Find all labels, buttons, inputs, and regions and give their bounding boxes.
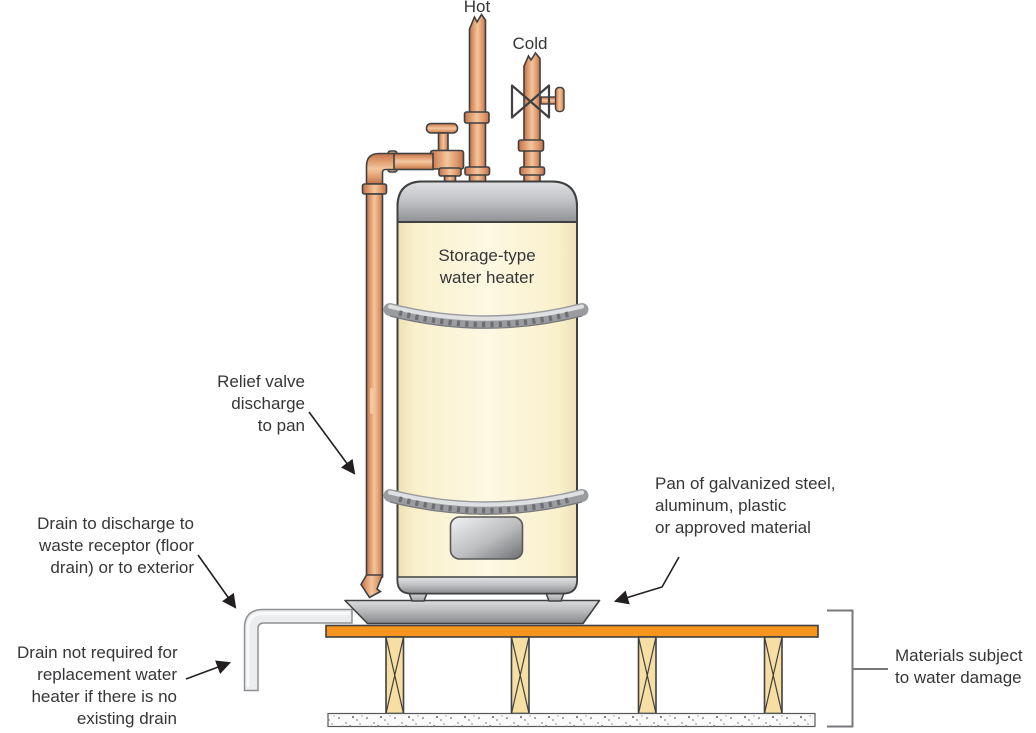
label-line: heater if there is no xyxy=(31,687,177,706)
label-storage-type-water-heater: Storage-type water heater xyxy=(407,245,567,289)
valve-handle-cap xyxy=(554,86,565,113)
relief-valve-flange xyxy=(438,167,462,177)
joist xyxy=(637,636,657,715)
floor-joists xyxy=(385,636,783,715)
materials-bracket xyxy=(827,609,888,728)
label-line: waste receptor (floor xyxy=(39,536,194,555)
floor-deck xyxy=(325,624,819,638)
relief-valve-handle xyxy=(425,122,459,134)
label-line: Drain to discharge to xyxy=(37,514,194,533)
label-line: Hot xyxy=(463,0,491,16)
arrow-drain-not-required xyxy=(185,660,232,680)
joist xyxy=(510,636,530,715)
label-line: discharge xyxy=(231,394,305,413)
outlet-pipe xyxy=(391,152,434,171)
access-panel xyxy=(449,516,524,560)
water-heater-tank xyxy=(383,180,589,595)
tank-strap-lower xyxy=(383,489,589,515)
label-line: or approved material xyxy=(655,518,811,537)
drop-coupling xyxy=(361,183,388,195)
label-pan-material: Pan of galvanized steel, aluminum, plast… xyxy=(655,473,885,539)
hot-water-pipe xyxy=(463,13,491,187)
label-line: water heater xyxy=(439,268,535,287)
gate-valve-symbol xyxy=(510,84,551,119)
label-cold: Cold xyxy=(500,33,560,55)
label-line: drain) or to exterior xyxy=(50,558,194,577)
label-line: Materials subject xyxy=(895,646,1023,665)
label-materials-subject: Materials subject to water damage xyxy=(895,645,1036,689)
tank-dome xyxy=(396,180,578,223)
label-line: replacement water xyxy=(37,665,177,684)
elbow xyxy=(365,152,395,185)
relief-discharge-pipe xyxy=(360,150,434,599)
relief-valve-body xyxy=(429,149,465,170)
label-drain-discharge: Drain to discharge to waste receptor (fl… xyxy=(14,513,194,579)
arrow-relief-discharge xyxy=(308,411,356,475)
arrow-drain-discharge xyxy=(197,554,237,609)
callout-arrows xyxy=(185,411,680,680)
tank-strap-upper xyxy=(383,303,589,329)
joist xyxy=(763,636,783,715)
label-line: Relief valve xyxy=(217,372,305,391)
tank-base-band xyxy=(396,576,578,595)
label-line: Drain not required for xyxy=(17,643,178,662)
pipe-flange xyxy=(519,166,546,176)
label-line: Storage-type xyxy=(438,246,536,265)
cold-shutoff-valve xyxy=(510,84,565,119)
pipe-coupling xyxy=(517,139,545,152)
label-line: to water damage xyxy=(895,668,1022,687)
pipe-flange xyxy=(464,166,491,176)
relief-valve-stem xyxy=(437,132,449,152)
label-line: Pan of galvanized steel, xyxy=(655,474,836,493)
drain-pipe xyxy=(243,608,353,692)
floor-slab xyxy=(327,712,816,728)
drip-pan xyxy=(344,599,601,625)
label-relief-valve-discharge: Relief valve discharge to pan xyxy=(185,371,305,437)
arrow-pan xyxy=(613,556,680,605)
label-line: Cold xyxy=(512,34,548,53)
cold-water-pipe xyxy=(517,51,546,187)
pipe-highlight xyxy=(370,388,374,414)
label-drain-not-required: Drain not required for replacement water… xyxy=(17,642,178,730)
joist xyxy=(385,636,405,715)
pipe-coupling xyxy=(463,111,490,124)
label-line: to pan xyxy=(257,416,305,435)
relief-valve xyxy=(425,122,465,185)
drop-pipe-tip xyxy=(360,574,384,599)
label-hot: Hot xyxy=(447,0,507,18)
drop-pipe xyxy=(365,193,384,578)
label-line: existing drain xyxy=(76,709,177,728)
label-line: aluminum, plastic xyxy=(655,496,787,515)
